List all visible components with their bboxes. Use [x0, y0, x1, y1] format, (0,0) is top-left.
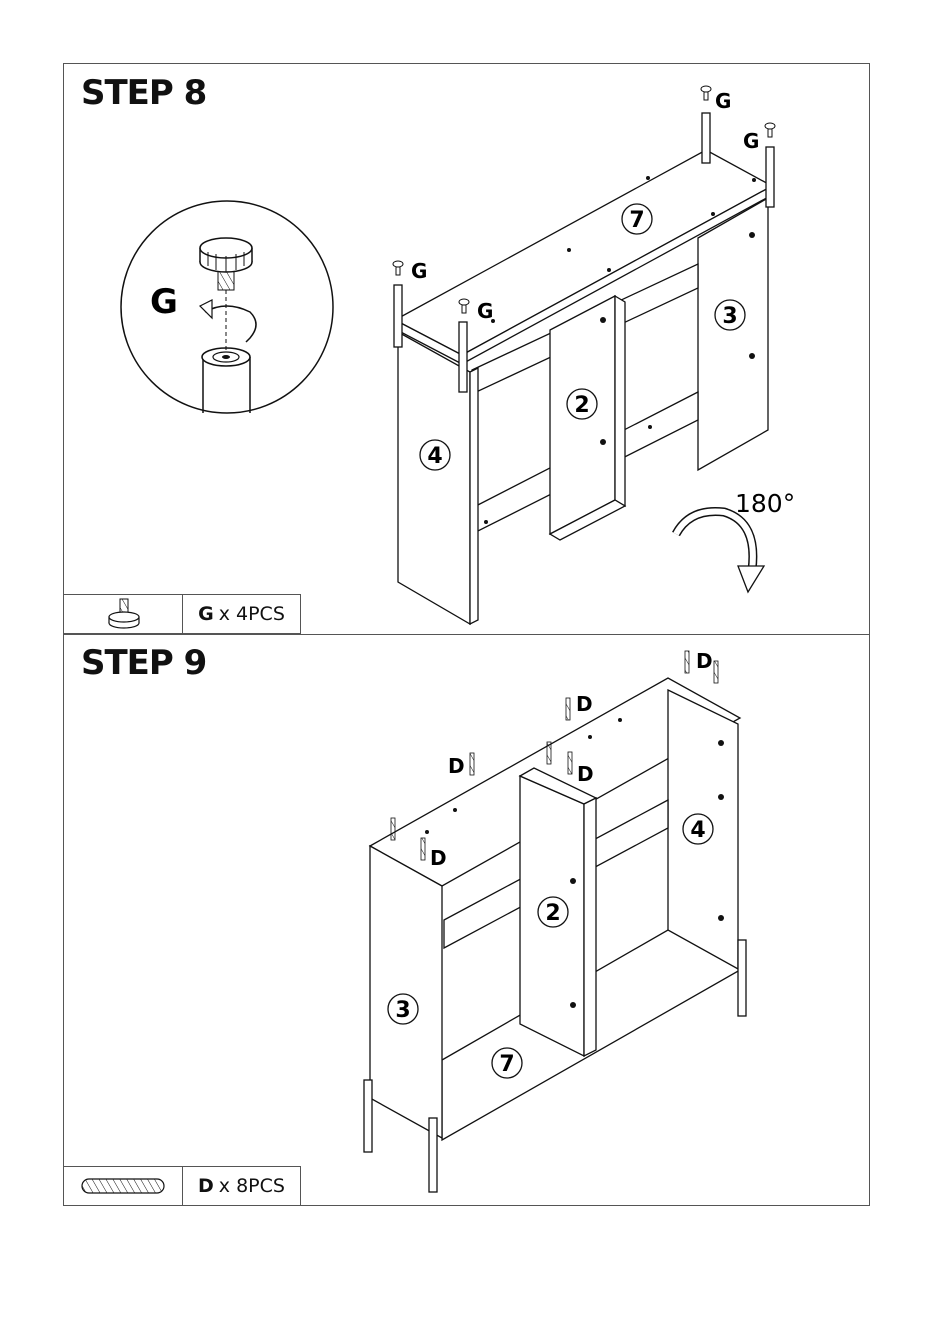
callout-g: G — [743, 129, 759, 153]
callout-d: D — [576, 692, 593, 716]
panel-number: 2 — [574, 393, 589, 418]
part-letter: D — [198, 1175, 214, 1197]
panel-number: 7 — [629, 208, 644, 233]
leveling-foot-icon — [64, 595, 183, 633]
rotate-arrow-icon — [676, 511, 764, 592]
callout-d: D — [430, 846, 447, 870]
panel-number: 4 — [427, 444, 442, 469]
rotation-angle: 180° — [735, 489, 795, 518]
panel-number: 2 — [545, 901, 560, 926]
callout-d: D — [696, 649, 713, 673]
step9-cabinet — [364, 678, 746, 1192]
parts-count-box: D x 8PCS — [63, 1166, 301, 1206]
panel-number: 4 — [690, 818, 705, 843]
wooden-dowel-icon — [64, 1167, 183, 1205]
callout-g: G — [411, 259, 427, 283]
detail-part-label: G — [150, 282, 178, 322]
step-title: STEP 8 — [81, 73, 206, 113]
panel-number: 7 — [499, 1052, 514, 1077]
part-letter: G — [198, 603, 214, 625]
callout-d: D — [448, 754, 465, 778]
parts-count-box: G x 4PCS — [63, 594, 301, 634]
callout-d: D — [577, 762, 594, 786]
part-quantity: x 4PCS — [219, 603, 285, 625]
callout-g: G — [715, 89, 731, 113]
panel-number: 3 — [395, 998, 410, 1023]
callout-g: G — [477, 299, 493, 323]
part-quantity: x 8PCS — [219, 1175, 285, 1197]
panel-number: 3 — [722, 304, 737, 329]
step8-cabinet — [394, 113, 774, 624]
step-title: STEP 9 — [81, 643, 206, 683]
